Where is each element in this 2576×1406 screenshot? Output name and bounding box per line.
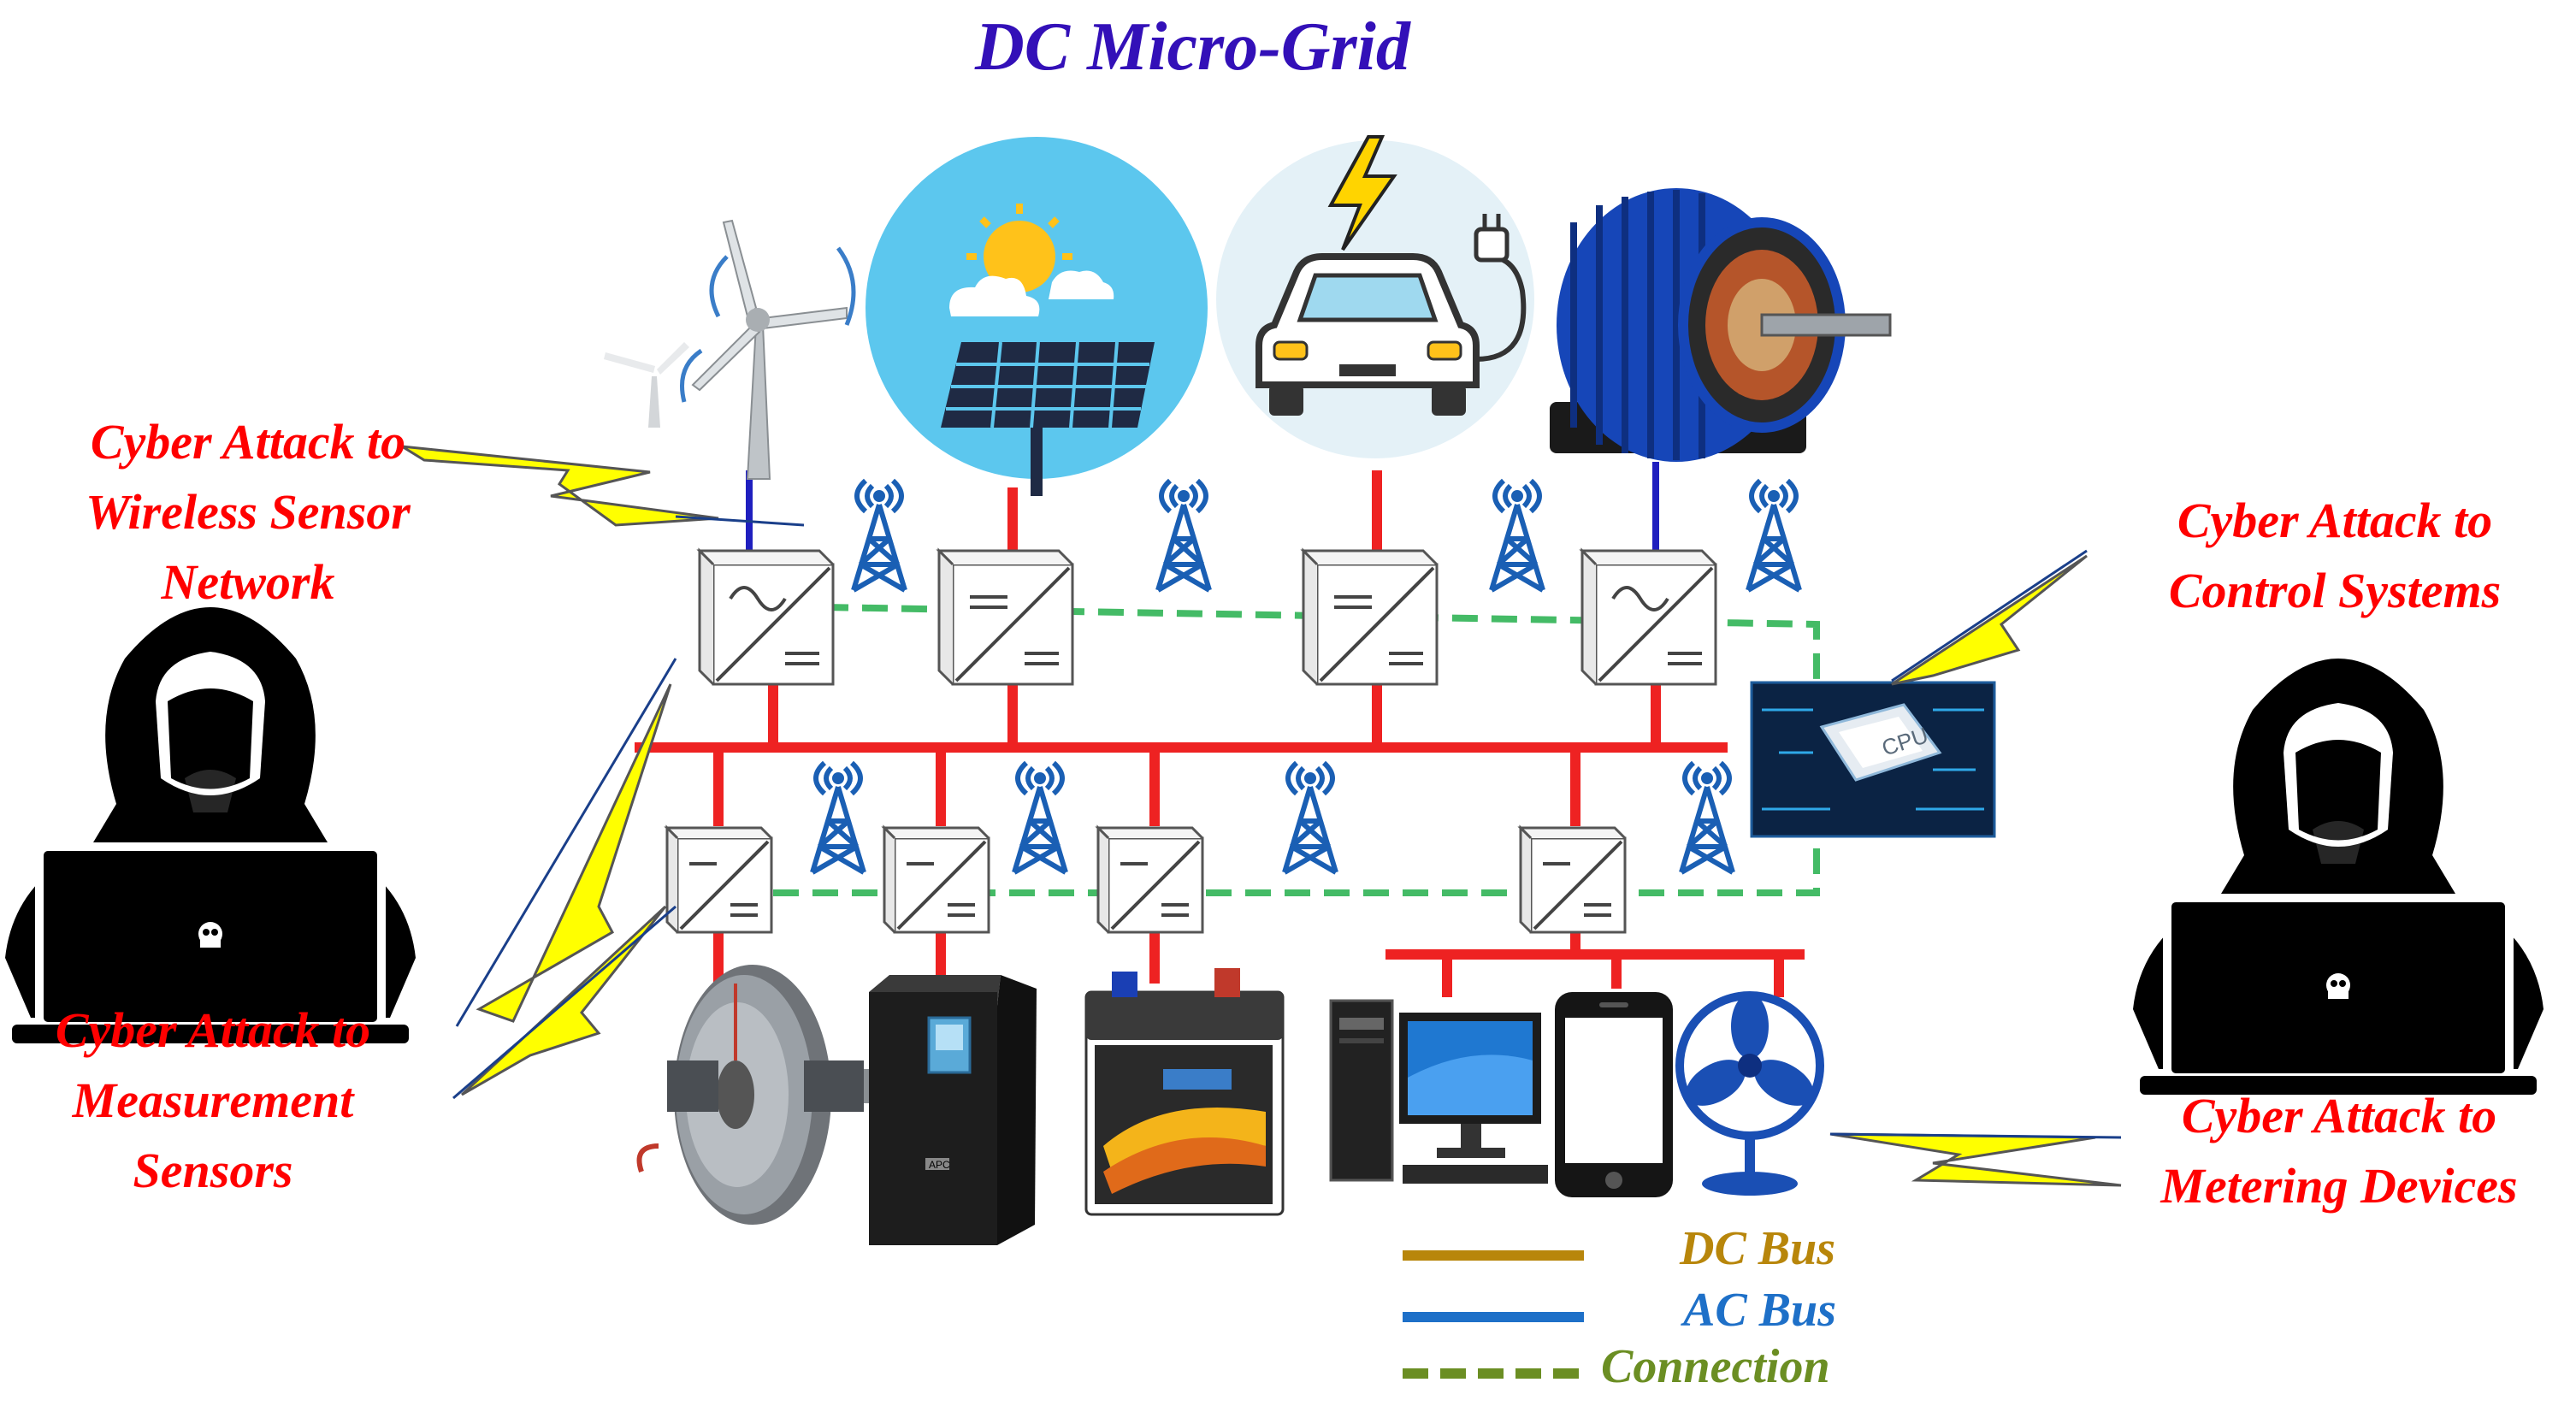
controller-chip-icon: CPU bbox=[1750, 681, 1996, 838]
desktop-computer-icon bbox=[1329, 999, 1548, 1184]
wireless-tower-icon bbox=[1158, 481, 1209, 590]
converter-motor bbox=[1580, 549, 1717, 686]
lightning-bolt-icon bbox=[1891, 554, 2088, 686]
hacker-right-icon bbox=[2133, 659, 2544, 1095]
wireless-tower-icon bbox=[1748, 481, 1799, 590]
attack-label-line: Network bbox=[161, 554, 335, 610]
ups-icon: APC bbox=[869, 975, 1037, 1245]
electric-motor-icon bbox=[1550, 188, 1892, 462]
upper-connection bbox=[822, 604, 1820, 684]
legend bbox=[1403, 1250, 1584, 1379]
wireless-tower-icon bbox=[812, 763, 864, 872]
converter-solar bbox=[937, 549, 1074, 686]
converter-ev bbox=[1302, 549, 1439, 686]
converter-battery bbox=[1096, 826, 1204, 934]
attack-pointer-line bbox=[675, 515, 805, 527]
converter-wind bbox=[698, 549, 835, 686]
flywheel-icon bbox=[636, 965, 881, 1225]
converter-flywheel bbox=[665, 826, 773, 934]
attack-label-line: Measurement bbox=[72, 1072, 354, 1128]
smartphone-icon bbox=[1555, 992, 1673, 1197]
battery-icon bbox=[1084, 968, 1285, 1216]
wireless-tower-icon bbox=[854, 481, 905, 590]
attack-label-wireless-sensor: Cyber Attack to Wireless Sensor Network bbox=[26, 407, 470, 617]
legend-ac-bus-label: AC Bus bbox=[1683, 1284, 1836, 1337]
attack-pointer-lines bbox=[452, 515, 2122, 1139]
lightning-bolt-icon bbox=[1829, 1132, 2122, 1187]
attack-pointer-line bbox=[452, 905, 676, 1100]
attack-label-line: Cyber Attack to bbox=[2181, 1088, 2497, 1143]
attack-label-measurement-sensors: Cyber Attack to Measurement Sensors bbox=[3, 995, 422, 1206]
page-title: DC Micro-Grid bbox=[975, 9, 1410, 85]
power-lines bbox=[635, 470, 1805, 997]
attack-label-line: Sensors bbox=[133, 1143, 293, 1198]
ac-lines bbox=[746, 462, 1659, 552]
wireless-tower-icon bbox=[1492, 481, 1543, 590]
converter-loads bbox=[1519, 826, 1627, 934]
wireless-tower-icon bbox=[1285, 763, 1336, 872]
legend-connection-label: Connection bbox=[1601, 1340, 1830, 1393]
communication-links bbox=[773, 604, 1820, 896]
hacker-left-icon bbox=[5, 607, 416, 1043]
svg-text:APC: APC bbox=[929, 1159, 950, 1171]
attack-label-line: Metering Devices bbox=[2160, 1158, 2518, 1214]
attack-label-control-systems: Cyber Attack to Control Systems bbox=[2121, 486, 2549, 626]
attack-label-line: Cyber Attack to bbox=[55, 1002, 371, 1058]
wind-turbine-icon bbox=[604, 219, 856, 480]
attack-label-metering-devices: Cyber Attack to Metering Devices bbox=[2112, 1081, 2566, 1221]
lightning-bolt-icon bbox=[476, 683, 672, 1023]
attack-label-line: Cyber Attack to bbox=[90, 414, 406, 470]
wireless-tower-icon bbox=[1014, 763, 1066, 872]
attack-label-line: Wireless Sensor bbox=[86, 484, 411, 540]
lower-connection bbox=[773, 838, 1820, 896]
attack-pointer-line bbox=[455, 658, 677, 1027]
legend-dc-bus-label: DC Bus bbox=[1680, 1222, 1836, 1275]
attack-label-line: Control Systems bbox=[2168, 563, 2502, 618]
attack-pointer-line bbox=[1829, 1132, 2122, 1139]
fan-icon bbox=[1675, 991, 1824, 1196]
attack-label-line: Cyber Attack to bbox=[2177, 493, 2493, 548]
electric-vehicle-icon bbox=[1216, 135, 1534, 458]
attack-pointer-line bbox=[1891, 549, 2088, 682]
solar-panel-icon bbox=[866, 137, 1208, 496]
converter-ups bbox=[883, 826, 990, 934]
wireless-tower-icon bbox=[1681, 763, 1733, 872]
